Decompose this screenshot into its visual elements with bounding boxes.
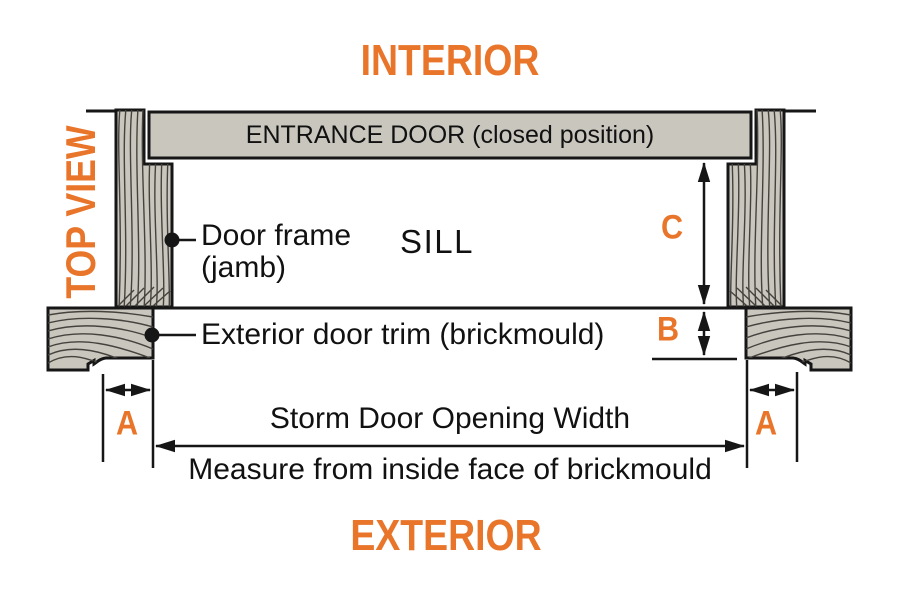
door-frame-callout <box>164 232 196 248</box>
door-frame-label-line2: (jamb) <box>201 251 287 284</box>
entrance-door-slab <box>147 110 753 160</box>
dim-c-label: C <box>660 208 684 247</box>
interior-label: INTERIOR <box>360 36 540 85</box>
door-frame-label-line1: Door frame <box>201 219 352 252</box>
dim-a-right-group <box>745 360 799 468</box>
left-jamb <box>114 108 174 309</box>
top-view-label: TOP VIEW <box>57 125 104 299</box>
left-brickmould <box>46 306 155 372</box>
right-brickmould <box>744 306 853 372</box>
entrance-door-label: ENTRANCE DOOR (closed position) <box>245 120 655 149</box>
exterior-label: EXTERIOR <box>350 511 542 560</box>
opening-width-label: Storm Door Opening Width <box>269 402 631 435</box>
left-brickmould-wood-grain <box>48 310 153 365</box>
left-jamb-wood-grain <box>117 110 171 307</box>
door-frame-label: Door frame (jamb) <box>201 220 351 284</box>
exterior-trim-callout <box>144 327 196 343</box>
dim-a-left-label: A <box>115 404 139 443</box>
sill-label: SILL <box>400 223 474 260</box>
exterior-trim-callout-dot <box>144 327 160 343</box>
dim-b-label: B <box>656 310 680 349</box>
dim-a-left-group <box>101 360 155 468</box>
door-frame-callout-dot <box>164 232 180 248</box>
dim-a-right-label: A <box>754 404 778 443</box>
right-jamb-wood-grain <box>729 110 783 307</box>
measure-note-label: Measure from inside face of brickmould <box>188 453 712 486</box>
exterior-trim-label: Exterior door trim (brickmould) <box>201 318 605 351</box>
